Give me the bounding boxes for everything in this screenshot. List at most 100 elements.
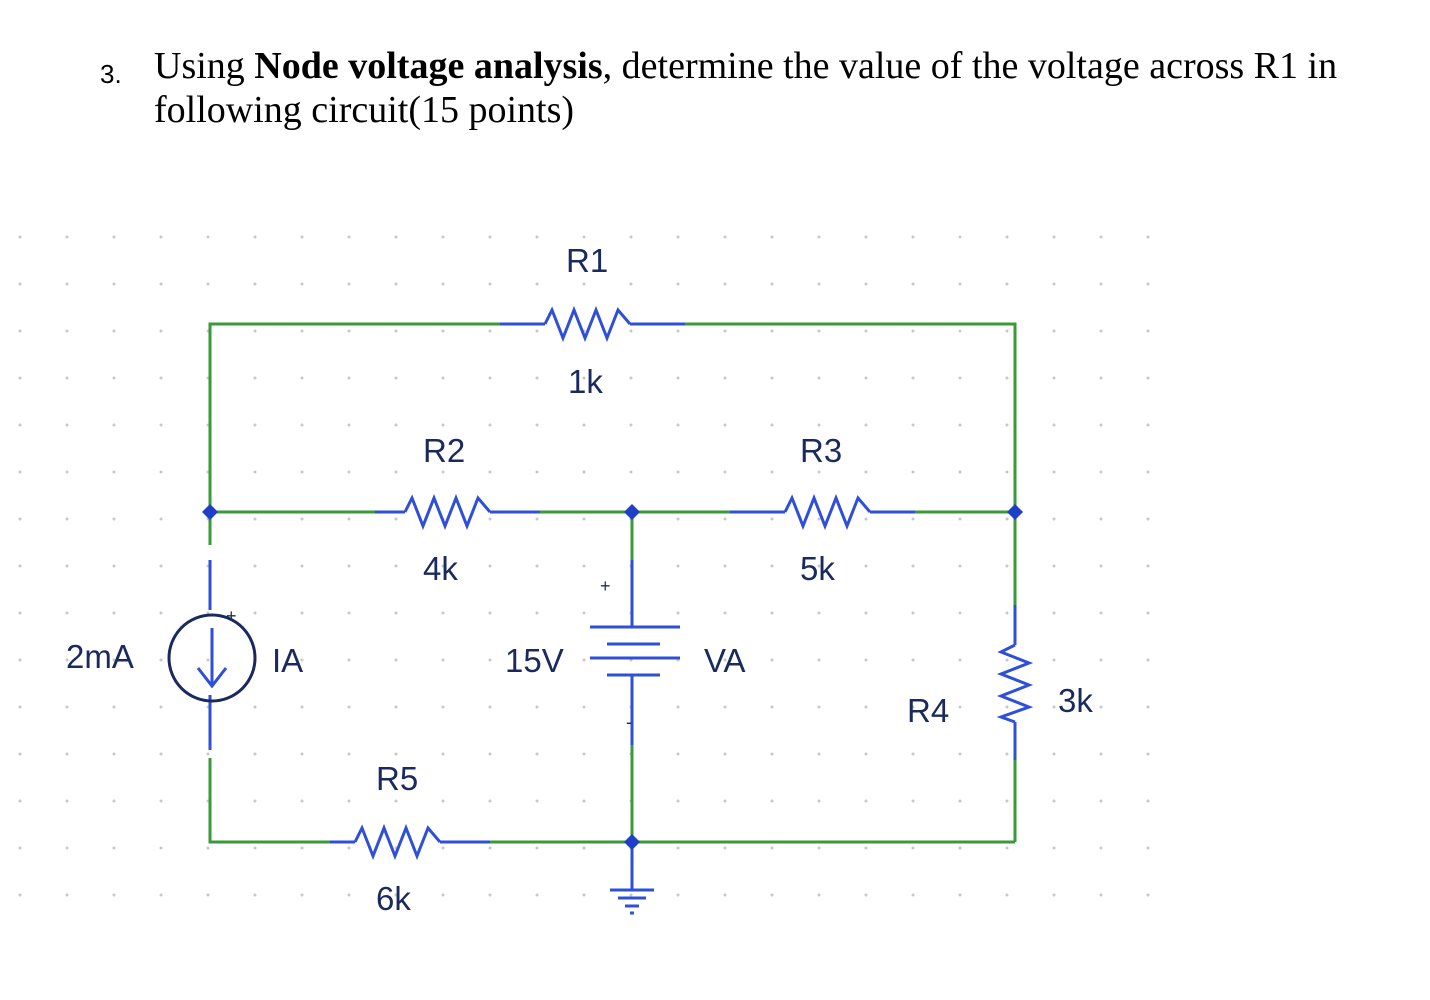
grid-dot (441, 470, 445, 474)
grid-dot (582, 564, 586, 568)
wire-top-left (208, 322, 540, 545)
grid-dot (1146, 329, 1150, 333)
grid-dot (18, 235, 22, 239)
grid-dot (159, 658, 163, 662)
grid-dot (1005, 611, 1009, 615)
grid-dot (676, 470, 680, 474)
r1-name-label: R1 (566, 242, 608, 279)
grid-dot (723, 799, 727, 803)
grid-dot (770, 282, 774, 286)
grid-dot (300, 282, 304, 286)
r3-name-label: R3 (800, 432, 842, 469)
grid-dot (300, 564, 304, 568)
grid-dot (1146, 423, 1150, 427)
grid-dot (958, 517, 962, 521)
grid-dot (1005, 705, 1009, 709)
grid-dot (911, 564, 915, 568)
grid-dot (535, 376, 539, 380)
grid-dot (300, 658, 304, 662)
question-number: 3. (100, 59, 122, 89)
grid-dot (582, 705, 586, 709)
grid-dot (958, 893, 962, 897)
question-block: 3. Using Node voltage analysis, determin… (100, 44, 1400, 132)
grid-dot (535, 799, 539, 803)
grid-dot (488, 329, 492, 333)
grid-dot (206, 846, 210, 850)
grid-dot (770, 611, 774, 615)
question-bold-phrase: Node voltage analysis (254, 45, 603, 87)
grid-dot (65, 611, 69, 615)
grid-dot (347, 658, 351, 662)
grid-dot (817, 564, 821, 568)
grid-dot (159, 752, 163, 756)
grid-dot (488, 893, 492, 897)
grid-dot (159, 282, 163, 286)
grid-dot (958, 752, 962, 756)
grid-dot (770, 752, 774, 756)
grid-dot (817, 423, 821, 427)
grid-dot (535, 235, 539, 239)
grid-dot (723, 423, 727, 427)
voltage-source-va: + - (590, 576, 680, 732)
grid-dot (441, 282, 445, 286)
grid-dot (1146, 893, 1150, 897)
grid-dot (1099, 893, 1103, 897)
grid-dot (394, 235, 398, 239)
grid-dot (629, 235, 633, 239)
grid-dot (958, 799, 962, 803)
grid-dot (1099, 846, 1103, 850)
grid-dot (65, 423, 69, 427)
grid-dot (676, 282, 680, 286)
grid-dot (535, 893, 539, 897)
grid-dot (65, 282, 69, 286)
grid-dot (300, 611, 304, 615)
grid-dot (911, 799, 915, 803)
grid-dot (1052, 658, 1056, 662)
grid-dot (488, 752, 492, 756)
question-rest: , determine the value of the voltage acr… (602, 45, 1338, 87)
grid-dot (441, 752, 445, 756)
grid-dot (817, 235, 821, 239)
grid-dot (535, 329, 539, 333)
current-source-plus: + (226, 606, 237, 626)
grid-dot (1052, 376, 1056, 380)
grid-dot (911, 470, 915, 474)
grid-dot (488, 423, 492, 427)
grid-dot (676, 329, 680, 333)
grid-dot (1099, 423, 1103, 427)
grid-dot (253, 846, 257, 850)
grid-dot (911, 658, 915, 662)
grid-dot (1005, 517, 1009, 521)
grid-dot (582, 799, 586, 803)
grid-dot (1052, 752, 1056, 756)
grid-dot (112, 376, 116, 380)
grid-dot (441, 846, 445, 850)
grid-dot (958, 846, 962, 850)
grid-dot (300, 799, 304, 803)
grid-dot (1099, 799, 1103, 803)
grid-dot (958, 423, 962, 427)
grid-dot (629, 470, 633, 474)
r5-value-label: 6k (376, 880, 411, 917)
grid-dot (488, 705, 492, 709)
grid-dot (112, 329, 116, 333)
grid-dot (1146, 611, 1150, 615)
question-line2: following circuit(15 points) (154, 89, 575, 131)
r3-value-label: 5k (800, 550, 835, 587)
grid-dot (159, 705, 163, 709)
grid-dot (1146, 846, 1150, 850)
grid-dot (300, 517, 304, 521)
grid-dot (817, 282, 821, 286)
va-name-label: VA (704, 642, 746, 679)
grid-dot (1052, 893, 1056, 897)
question-intro: Using (154, 45, 245, 87)
grid-dot (18, 564, 22, 568)
grid-dot (864, 423, 868, 427)
grid-dot (770, 564, 774, 568)
grid-dot (1052, 470, 1056, 474)
grid-dot (535, 846, 539, 850)
grid-dot (394, 752, 398, 756)
grid-dot (441, 705, 445, 709)
grid-dot (159, 893, 163, 897)
grid-dot (535, 658, 539, 662)
